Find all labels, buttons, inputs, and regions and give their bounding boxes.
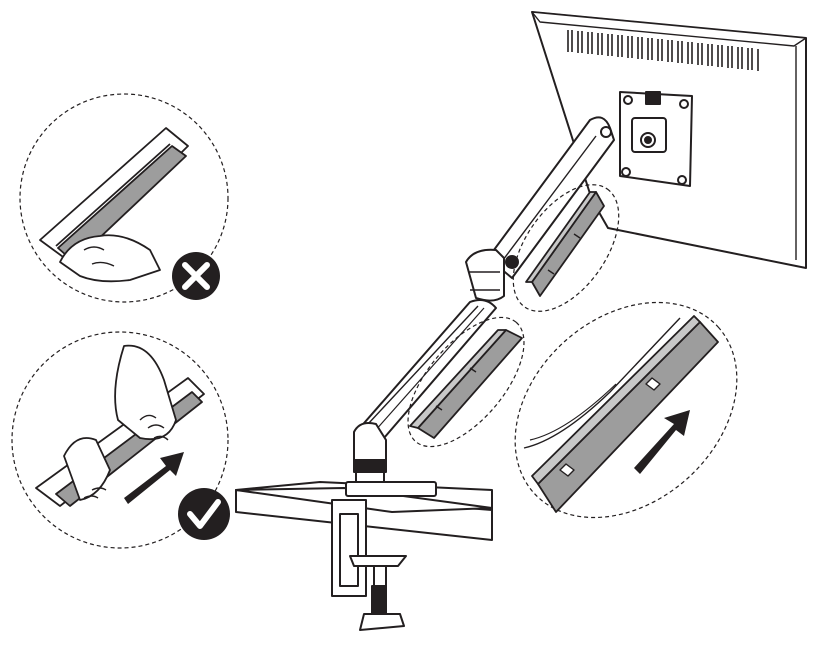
clamp-handle (359, 613, 405, 631)
tilt-knob (600, 126, 612, 138)
check-icon (178, 488, 230, 540)
cable-cover-upper (525, 191, 605, 297)
desk-and-clamp (235, 481, 493, 631)
slide-arrow-icon (634, 410, 690, 474)
hand-pulling (59, 234, 161, 283)
callout-incorrect (19, 93, 229, 303)
hand-pressing (114, 344, 177, 441)
push-arrow-icon (124, 452, 184, 504)
monitor-arm (353, 116, 615, 489)
cross-icon (172, 252, 220, 300)
hand-supporting (63, 437, 111, 501)
base-plate (345, 481, 437, 497)
clamp-plate (349, 555, 407, 567)
elbow-joint (465, 248, 505, 302)
callout-detail (514, 301, 738, 519)
vesa-plate (619, 91, 693, 187)
callout-correct (11, 331, 230, 549)
pole-head (353, 422, 387, 463)
cable-cover-lower (409, 329, 523, 439)
clamp-screw (371, 585, 387, 617)
pole-ring (353, 459, 387, 473)
lower-arm (357, 299, 497, 439)
vent-slots (567, 30, 759, 71)
highlight-rings (407, 184, 620, 448)
